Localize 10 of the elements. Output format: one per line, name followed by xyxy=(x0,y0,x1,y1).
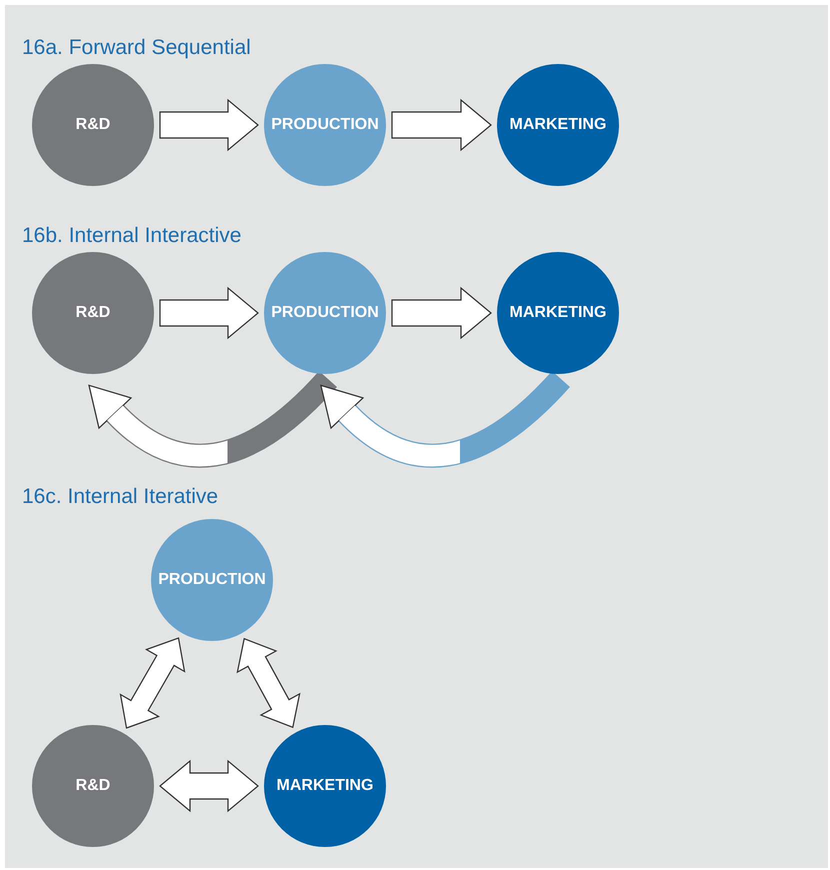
block-arrow xyxy=(159,98,259,152)
section-heading: 16c. Internal Iterative xyxy=(22,485,218,509)
section-heading: 16a. Forward Sequential xyxy=(22,36,251,60)
block-arrow xyxy=(159,760,259,812)
block-arrow xyxy=(120,637,186,729)
block-arrow xyxy=(236,638,300,728)
block-arrow xyxy=(391,98,492,152)
section-heading: 16b. Internal Interactive xyxy=(22,224,242,248)
block-arrow xyxy=(391,286,492,340)
block-arrow xyxy=(159,286,259,340)
